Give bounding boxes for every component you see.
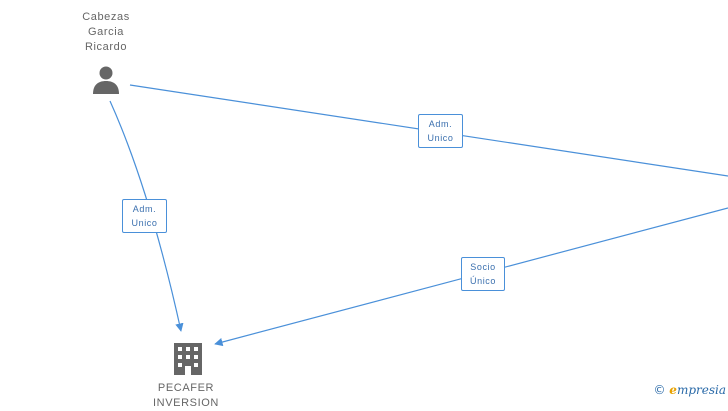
edge-label-line: Socio	[470, 262, 496, 272]
person-name-line: Garcia	[88, 26, 124, 38]
empresia-watermark: © empresia	[653, 383, 726, 397]
building-icon[interactable]	[174, 343, 202, 375]
edge-label-line: Adm.	[428, 119, 453, 129]
person-name-line: Ricardo	[84, 41, 128, 53]
company-name-line: INVERSION	[153, 397, 219, 409]
edge-label-person-to-right[interactable]: Adm. Unico	[418, 114, 463, 148]
brand-rest: mpresia	[676, 383, 726, 397]
brand-initial: e	[669, 383, 677, 397]
edge-label-line: Adm.	[132, 204, 157, 214]
edge-label-right-to-company[interactable]: Socio Único	[461, 257, 505, 291]
company-name[interactable]: PECAFER INVERSION	[136, 381, 236, 411]
copyright-symbol: ©	[653, 383, 666, 397]
relationship-graph	[93, 66, 728, 375]
edge-label-line: Unico	[131, 218, 158, 228]
edge-label-line: Único	[469, 276, 496, 286]
company-name-line: PECAFER	[157, 382, 215, 394]
person-icon[interactable]	[93, 66, 119, 95]
person-name-line: Cabezas	[82, 11, 130, 23]
edge-label-line: Unico	[427, 133, 454, 143]
edge-label-person-to-company[interactable]: Adm. Unico	[122, 199, 167, 233]
person-name[interactable]: Cabezas Garcia Ricardo	[66, 10, 146, 55]
